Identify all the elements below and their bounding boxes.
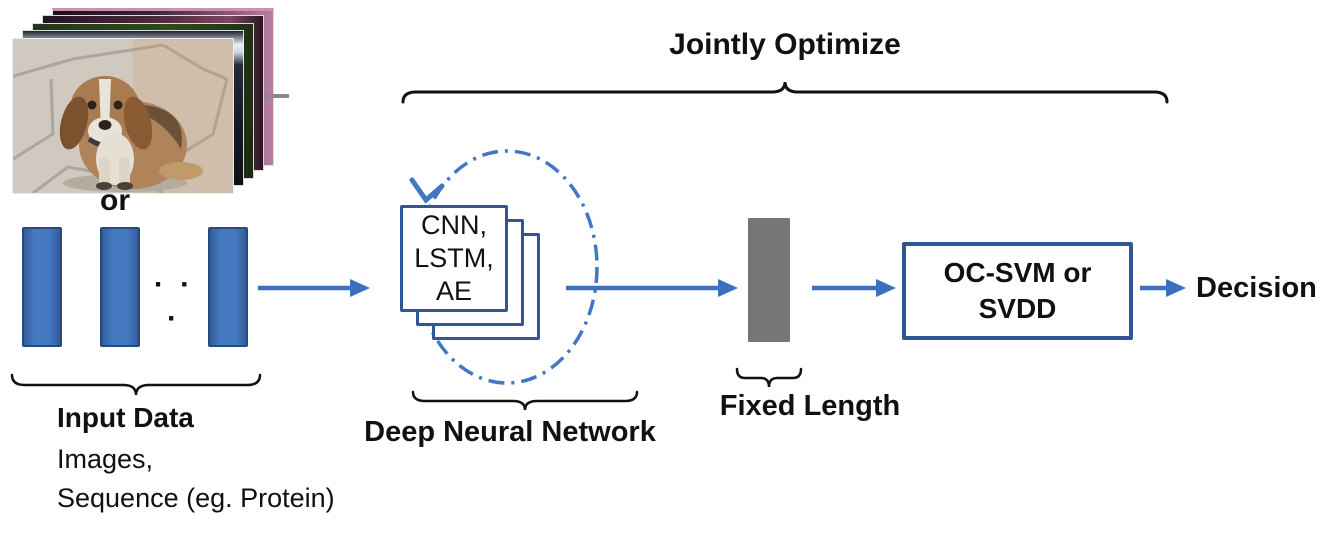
dog-photo <box>12 38 234 194</box>
loop-arrowhead-icon <box>409 177 445 204</box>
dnn-brace <box>411 390 639 411</box>
classifier-box: OC-SVM or SVDD <box>902 242 1133 340</box>
dog-illustration <box>13 39 233 193</box>
input-data-label: Input Data <box>57 402 194 433</box>
ellipsis-dots: · · · <box>153 268 195 335</box>
input-bar-3 <box>208 227 248 347</box>
input-subtitle-sequence: Sequence (eg. Protein) <box>57 483 335 513</box>
arrow-classifier-to-decision <box>1140 279 1186 297</box>
fixed-length-label: Fixed Length <box>719 390 901 422</box>
dnn-box-line3: AE <box>435 276 473 306</box>
dnn-box-front: CNN, LSTM, AE <box>400 205 508 312</box>
jointly-optimize-brace <box>401 81 1169 104</box>
or-label: or <box>100 184 130 217</box>
dnn-label: Deep Neural Network <box>364 416 656 448</box>
jointly-optimize-label: Jointly Optimize <box>669 28 901 61</box>
input-data-brace <box>10 373 262 396</box>
input-bar-2 <box>100 227 140 347</box>
dnn-box-line2: LSTM, <box>414 243 494 273</box>
decision-label: Decision <box>1196 272 1317 304</box>
classifier-line1: OC-SVM or <box>943 257 1092 288</box>
fixed-length-brace <box>735 367 803 388</box>
input-subtitle-images: Images, <box>57 444 154 474</box>
arrow-input-to-dnn <box>258 279 370 297</box>
input-bar-1 <box>22 227 62 347</box>
classifier-line2: SVDD <box>978 293 1057 324</box>
arrow-dnn-to-embedding <box>566 279 738 297</box>
arrow-embedding-to-classifier <box>812 279 896 297</box>
fixed-length-bar <box>748 218 790 342</box>
dnn-box-line1: CNN, <box>421 210 487 240</box>
